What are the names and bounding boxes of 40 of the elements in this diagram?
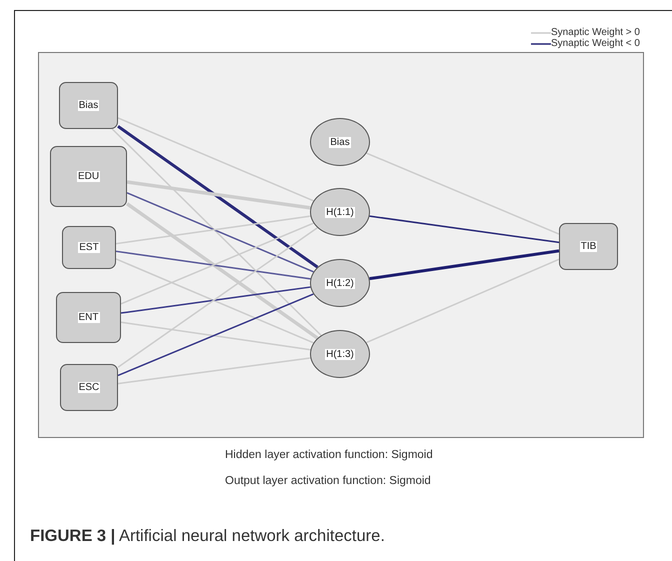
neuron-box <box>60 364 118 411</box>
synapse-line <box>118 293 314 376</box>
node-label: H(1:2) <box>325 278 355 288</box>
synapse-line <box>118 357 310 384</box>
node-label: H(1:1) <box>325 206 355 218</box>
node-label: ESC <box>78 382 100 393</box>
synapse-line <box>116 250 311 280</box>
legend-label: Synaptic Weight < 0 <box>550 38 640 49</box>
synapse-line <box>120 286 311 314</box>
neuron-box <box>50 146 127 207</box>
synapse-line <box>118 117 314 202</box>
synapse-line <box>120 321 311 350</box>
node-label: Bias <box>78 100 100 111</box>
neuron-box <box>62 226 116 269</box>
node-label: H(1:3) <box>325 348 355 360</box>
neuron-box <box>56 292 121 343</box>
synapse-line <box>112 128 322 336</box>
note-text: Output layer activation function: Sigmoid <box>225 475 431 487</box>
synapse-line <box>369 249 560 280</box>
node-label: TIB <box>580 241 598 252</box>
node-label: EDU <box>76 171 100 182</box>
synapse-line <box>118 227 318 368</box>
neuron-box <box>559 223 618 270</box>
synapse-line <box>116 258 314 344</box>
synapse-line <box>120 222 314 305</box>
node-label: Bias <box>329 136 351 148</box>
synapse-line <box>116 215 311 244</box>
figure-caption: FIGURE 3 | Artificial neural network architecture. <box>30 527 385 546</box>
synapse-line <box>366 258 560 344</box>
node-label: ENT <box>78 312 100 323</box>
synapse-line <box>126 192 314 272</box>
synapse-line <box>366 152 560 235</box>
synapse-line <box>117 125 318 268</box>
synapse-line <box>126 202 319 340</box>
node-label: EST <box>78 242 100 253</box>
synapse-line <box>369 215 560 244</box>
note-text: Hidden layer activation function: Sigmoid <box>225 449 433 461</box>
neuron-box <box>59 82 118 129</box>
legend-label: Synaptic Weight > 0 <box>550 27 640 38</box>
synapse-line <box>126 180 311 210</box>
